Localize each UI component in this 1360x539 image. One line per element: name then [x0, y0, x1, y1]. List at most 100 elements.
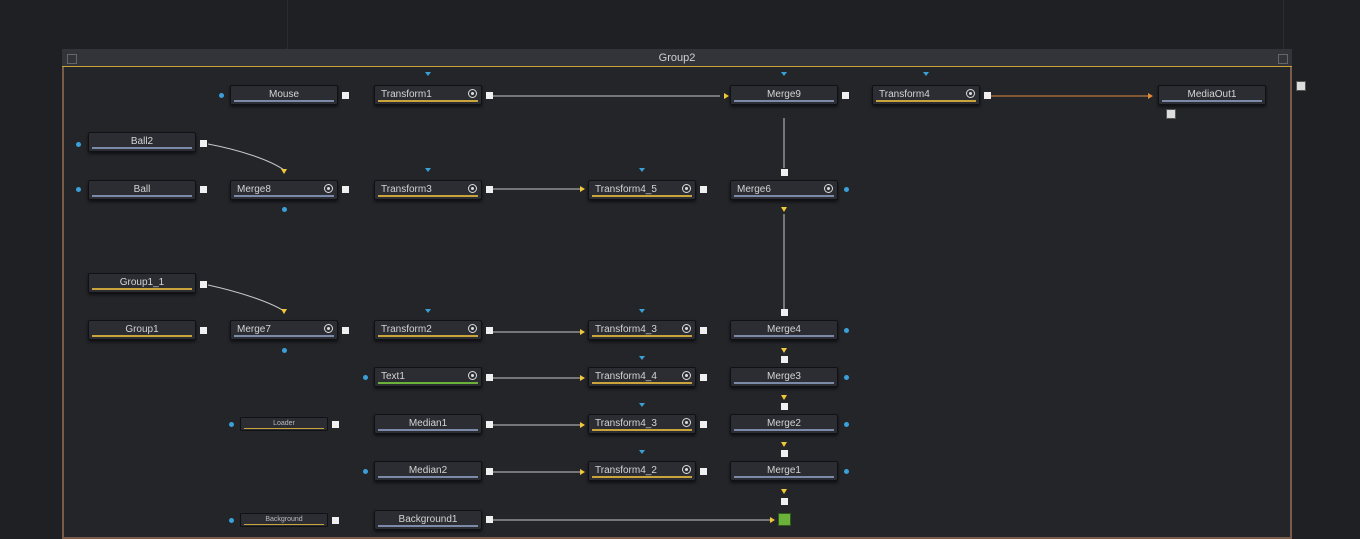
- background-swatch[interactable]: [778, 513, 791, 526]
- input-port[interactable]: [219, 93, 224, 98]
- input-port[interactable]: [844, 328, 849, 333]
- node-transform1[interactable]: Transform1: [374, 85, 482, 105]
- node-small-a[interactable]: Loader: [240, 417, 328, 431]
- node-transform3[interactable]: Transform3: [374, 180, 482, 200]
- node-merge8[interactable]: Merge8: [230, 180, 338, 200]
- mask-port-icon[interactable]: [781, 489, 787, 494]
- node-settings-icon[interactable]: [682, 418, 691, 427]
- output-port[interactable]: [984, 92, 991, 99]
- node-settings-icon[interactable]: [324, 324, 333, 333]
- node-group1[interactable]: Group1: [88, 320, 196, 340]
- node-settings-icon[interactable]: [682, 324, 691, 333]
- node-settings-icon[interactable]: [324, 184, 333, 193]
- input-port-top[interactable]: [781, 72, 787, 76]
- output-port[interactable]: [200, 140, 207, 147]
- output-port[interactable]: [342, 92, 349, 99]
- node-ball2[interactable]: Ball2: [88, 132, 196, 152]
- node-settings-icon[interactable]: [468, 89, 477, 98]
- view-toggle-icon[interactable]: [1166, 109, 1176, 119]
- side-pin-icon[interactable]: [1296, 81, 1306, 91]
- node-merge7[interactable]: Merge7: [230, 320, 338, 340]
- output-port[interactable]: [486, 186, 493, 193]
- mask-port-icon[interactable]: [281, 309, 287, 314]
- input-port-top[interactable]: [425, 309, 431, 313]
- input-port[interactable]: [844, 422, 849, 427]
- output-port[interactable]: [700, 186, 707, 193]
- node-mouse[interactable]: Mouse: [230, 85, 338, 105]
- input-port-top[interactable]: [639, 168, 645, 172]
- output-port[interactable]: [700, 374, 707, 381]
- output-port[interactable]: [486, 516, 493, 523]
- mask-port-icon[interactable]: [781, 395, 787, 400]
- input-port[interactable]: [844, 469, 849, 474]
- output-port[interactable]: [342, 186, 349, 193]
- output-port[interactable]: [700, 327, 707, 334]
- input-port[interactable]: [363, 469, 368, 474]
- output-port[interactable]: [200, 281, 207, 288]
- node-text1[interactable]: Text1: [374, 367, 482, 387]
- output-port[interactable]: [200, 327, 207, 334]
- node-group1-1[interactable]: Group1_1: [88, 273, 196, 293]
- output-port[interactable]: [486, 374, 493, 381]
- output-port[interactable]: [486, 421, 493, 428]
- node-transform2[interactable]: Transform2: [374, 320, 482, 340]
- output-port[interactable]: [842, 92, 849, 99]
- node-settings-icon[interactable]: [468, 324, 477, 333]
- node-ball[interactable]: Ball: [88, 180, 196, 200]
- input-port[interactable]: [363, 375, 368, 380]
- input-port[interactable]: [844, 375, 849, 380]
- node-merge4[interactable]: Merge4: [730, 320, 838, 340]
- node-merge2[interactable]: Merge2: [730, 414, 838, 434]
- mask-port-icon[interactable]: [781, 442, 787, 447]
- input-port[interactable]: [229, 422, 234, 427]
- output-port[interactable]: [332, 421, 339, 428]
- node-settings-icon[interactable]: [682, 465, 691, 474]
- node-transform4-4[interactable]: Transform4_4: [588, 367, 696, 387]
- node-transform4-3[interactable]: Transform4_3: [588, 414, 696, 434]
- node-background1[interactable]: Background1: [374, 510, 482, 530]
- input-port-top[interactable]: [425, 168, 431, 172]
- node-settings-icon[interactable]: [966, 89, 975, 98]
- input-port-top[interactable]: [639, 309, 645, 313]
- node-merge1[interactable]: Merge1: [730, 461, 838, 481]
- group-expand-icon[interactable]: [1278, 54, 1288, 64]
- output-port[interactable]: [781, 403, 788, 410]
- node-settings-icon[interactable]: [468, 184, 477, 193]
- input-port[interactable]: [229, 518, 234, 523]
- node-small-b[interactable]: Background: [240, 513, 328, 527]
- output-port[interactable]: [700, 421, 707, 428]
- output-port[interactable]: [200, 186, 207, 193]
- node-transform4[interactable]: Transform4: [872, 85, 980, 105]
- node-transform4-2[interactable]: Transform4_2: [588, 461, 696, 481]
- input-port[interactable]: [76, 187, 81, 192]
- node-transform4-3-top[interactable]: Transform4_3: [588, 320, 696, 340]
- node-settings-icon[interactable]: [682, 371, 691, 380]
- mask-port-icon[interactable]: [781, 348, 787, 353]
- input-port[interactable]: [844, 187, 849, 192]
- output-port[interactable]: [781, 309, 788, 316]
- output-port[interactable]: [486, 468, 493, 475]
- output-port[interactable]: [700, 468, 707, 475]
- output-port[interactable]: [781, 498, 788, 505]
- input-port[interactable]: [76, 142, 81, 147]
- input-port-top[interactable]: [639, 450, 645, 454]
- mask-port-icon[interactable]: [281, 169, 287, 174]
- output-port[interactable]: [332, 517, 339, 524]
- input-port-top[interactable]: [923, 72, 929, 76]
- output-port[interactable]: [781, 169, 788, 176]
- mask-port-icon[interactable]: [781, 207, 787, 212]
- input-port-top[interactable]: [425, 72, 431, 76]
- input-port-top[interactable]: [639, 403, 645, 407]
- node-merge6[interactable]: Merge6: [730, 180, 838, 200]
- input-port-top[interactable]: [639, 356, 645, 360]
- output-port[interactable]: [342, 327, 349, 334]
- node-mediaout1[interactable]: MediaOut1: [1158, 85, 1266, 105]
- node-merge3[interactable]: Merge3: [730, 367, 838, 387]
- output-port[interactable]: [781, 356, 788, 363]
- node-settings-icon[interactable]: [468, 371, 477, 380]
- output-port[interactable]: [486, 327, 493, 334]
- node-median1[interactable]: Median1: [374, 414, 482, 434]
- group-collapse-icon[interactable]: [67, 54, 77, 64]
- node-transform4-5[interactable]: Transform4_5: [588, 180, 696, 200]
- output-port[interactable]: [486, 92, 493, 99]
